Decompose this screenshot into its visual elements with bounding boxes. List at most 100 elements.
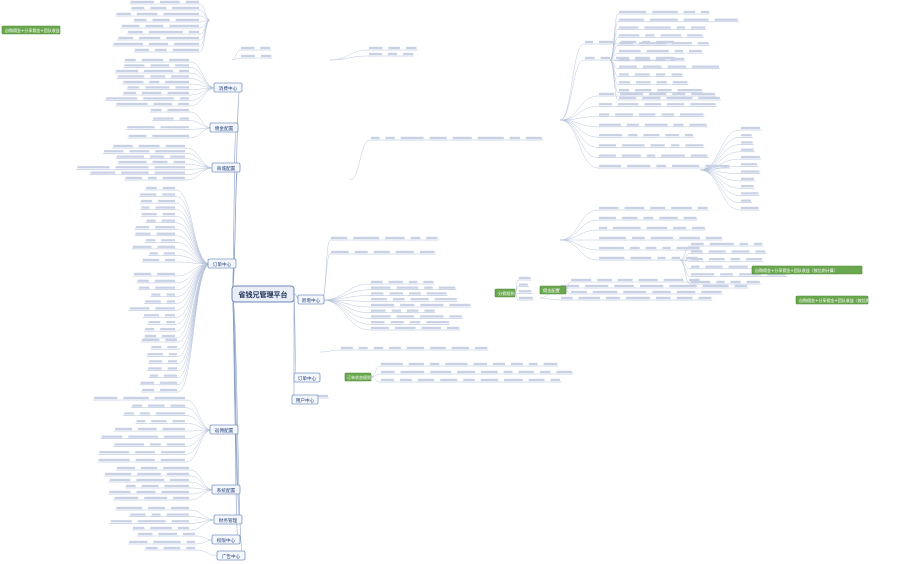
detail-item-text — [543, 362, 558, 365]
detail-item-text — [642, 65, 662, 68]
detail-item-text — [753, 242, 763, 245]
detail-item-text — [708, 250, 726, 253]
left-branch-1[interactable]: 消费中心 — [213, 82, 243, 93]
detail-item-text — [148, 30, 183, 33]
detail-item-text — [371, 321, 385, 324]
detail-item-text — [104, 472, 132, 475]
detail-item-text — [115, 166, 149, 169]
detail-item-text — [139, 412, 150, 415]
right-branch-3[interactable]: 用户中心 — [291, 394, 319, 405]
detail-item-text — [144, 334, 157, 337]
detail-item-text — [661, 154, 685, 157]
detail-item-text — [140, 466, 158, 469]
detail-item-text — [171, 75, 189, 78]
branch-link — [559, 119, 599, 169]
detail-item-text — [440, 378, 458, 381]
detail-item-text — [172, 6, 199, 9]
detail-item-text — [164, 484, 189, 487]
detail-item-text — [117, 466, 135, 469]
detail-item-text — [145, 300, 161, 303]
branch-link — [319, 349, 341, 353]
detail-item-text — [424, 286, 433, 289]
detail-item-text — [104, 150, 124, 153]
detail-item-text — [371, 136, 380, 139]
detail-item-text — [642, 40, 651, 43]
branch-link — [175, 202, 211, 265]
detail-item-text — [186, 540, 195, 543]
detail-item-text — [592, 290, 618, 293]
right-green-note-2: 自购佣金+分享佣金+团队收益（按比例计算） — [795, 295, 882, 305]
detail-item-text — [153, 102, 173, 105]
detail-item-text — [144, 496, 168, 499]
right-branch-2[interactable]: 订单中心 — [293, 372, 321, 383]
detail-item-text — [679, 236, 700, 239]
detail-item-text — [403, 52, 414, 55]
branch-link — [177, 263, 211, 350]
detail-item-text — [388, 280, 403, 283]
branch-link — [175, 229, 211, 265]
detail-item-text — [677, 88, 702, 92]
detail-item-text — [371, 280, 383, 283]
branch-link — [559, 119, 599, 148]
detail-item-text — [423, 280, 434, 283]
branch-link — [185, 429, 213, 455]
right-green-note-2-text: 自购佣金+分享佣金+团队收益（按比例计算） — [799, 297, 882, 303]
detail-item-text — [741, 177, 754, 180]
detail-item-text — [145, 24, 164, 27]
left-branch-5[interactable]: 返佣配置 — [209, 424, 239, 435]
detail-item-text — [626, 123, 639, 126]
left-branch-label: 财务管理 — [219, 517, 238, 524]
detail-item-text — [148, 321, 161, 324]
branch-link — [559, 59, 585, 121]
detail-item-text — [671, 256, 680, 259]
left-branch-7[interactable]: 财务管理 — [213, 514, 243, 525]
detail-item-text — [685, 133, 694, 137]
detail-item-text — [389, 346, 401, 349]
branch-link — [195, 549, 220, 557]
detail-item-text — [672, 81, 688, 84]
left-branch-6[interactable]: 系统配置 — [211, 484, 241, 495]
detail-item-text — [373, 250, 390, 253]
detail-item-text — [408, 280, 418, 283]
detail-item-text — [449, 315, 462, 318]
detail-item-text — [671, 73, 683, 76]
detail-item-text — [188, 30, 199, 33]
detail-item-text — [599, 154, 616, 157]
detail-item-text — [381, 362, 403, 365]
detail-item-text — [124, 64, 145, 67]
detail-item-text — [615, 113, 634, 116]
detail-item-text — [175, 64, 189, 67]
detail-item-text — [639, 284, 664, 287]
detail-item-text — [167, 360, 177, 363]
right-branch-1[interactable]: 新增中心 — [297, 294, 325, 305]
left-branch-3[interactable]: 商城配置 — [211, 162, 241, 173]
root-node[interactable]: 省钱兄管理平台 — [231, 285, 295, 303]
detail-item-text — [676, 296, 693, 299]
left-branch-label: 佣金配置 — [215, 125, 234, 132]
detail-item-text — [673, 226, 687, 229]
detail-item-text — [170, 404, 185, 407]
branch-link — [199, 19, 211, 53]
branch-link — [609, 29, 619, 61]
detail-item-text — [644, 123, 668, 126]
detail-item-text — [155, 226, 175, 229]
detail-item-text — [145, 327, 155, 331]
left-branch-4[interactable]: 订单中心 — [207, 258, 237, 269]
detail-item-text — [162, 176, 185, 179]
detail-item-text — [625, 296, 650, 299]
detail-item-text — [657, 256, 666, 259]
branch-link — [609, 59, 619, 101]
detail-item-text — [164, 374, 177, 377]
left-branch-2[interactable]: 佣金配置 — [209, 122, 239, 133]
branch-link — [177, 263, 211, 393]
branch-link — [559, 119, 599, 158]
detail-item-text — [128, 134, 147, 137]
left-branch-9[interactable]: 广告中心 — [216, 550, 246, 561]
right-green-note-1-text: 自购佣金+分享佣金+团队收益（按比例计算） — [755, 267, 838, 273]
detail-item-text — [138, 532, 153, 535]
detail-item-text — [599, 236, 626, 239]
branch-link — [329, 55, 369, 61]
detail-item-text — [135, 458, 155, 461]
detail-item-text — [705, 236, 722, 239]
left-branch-8[interactable]: 权限中心 — [211, 534, 241, 545]
